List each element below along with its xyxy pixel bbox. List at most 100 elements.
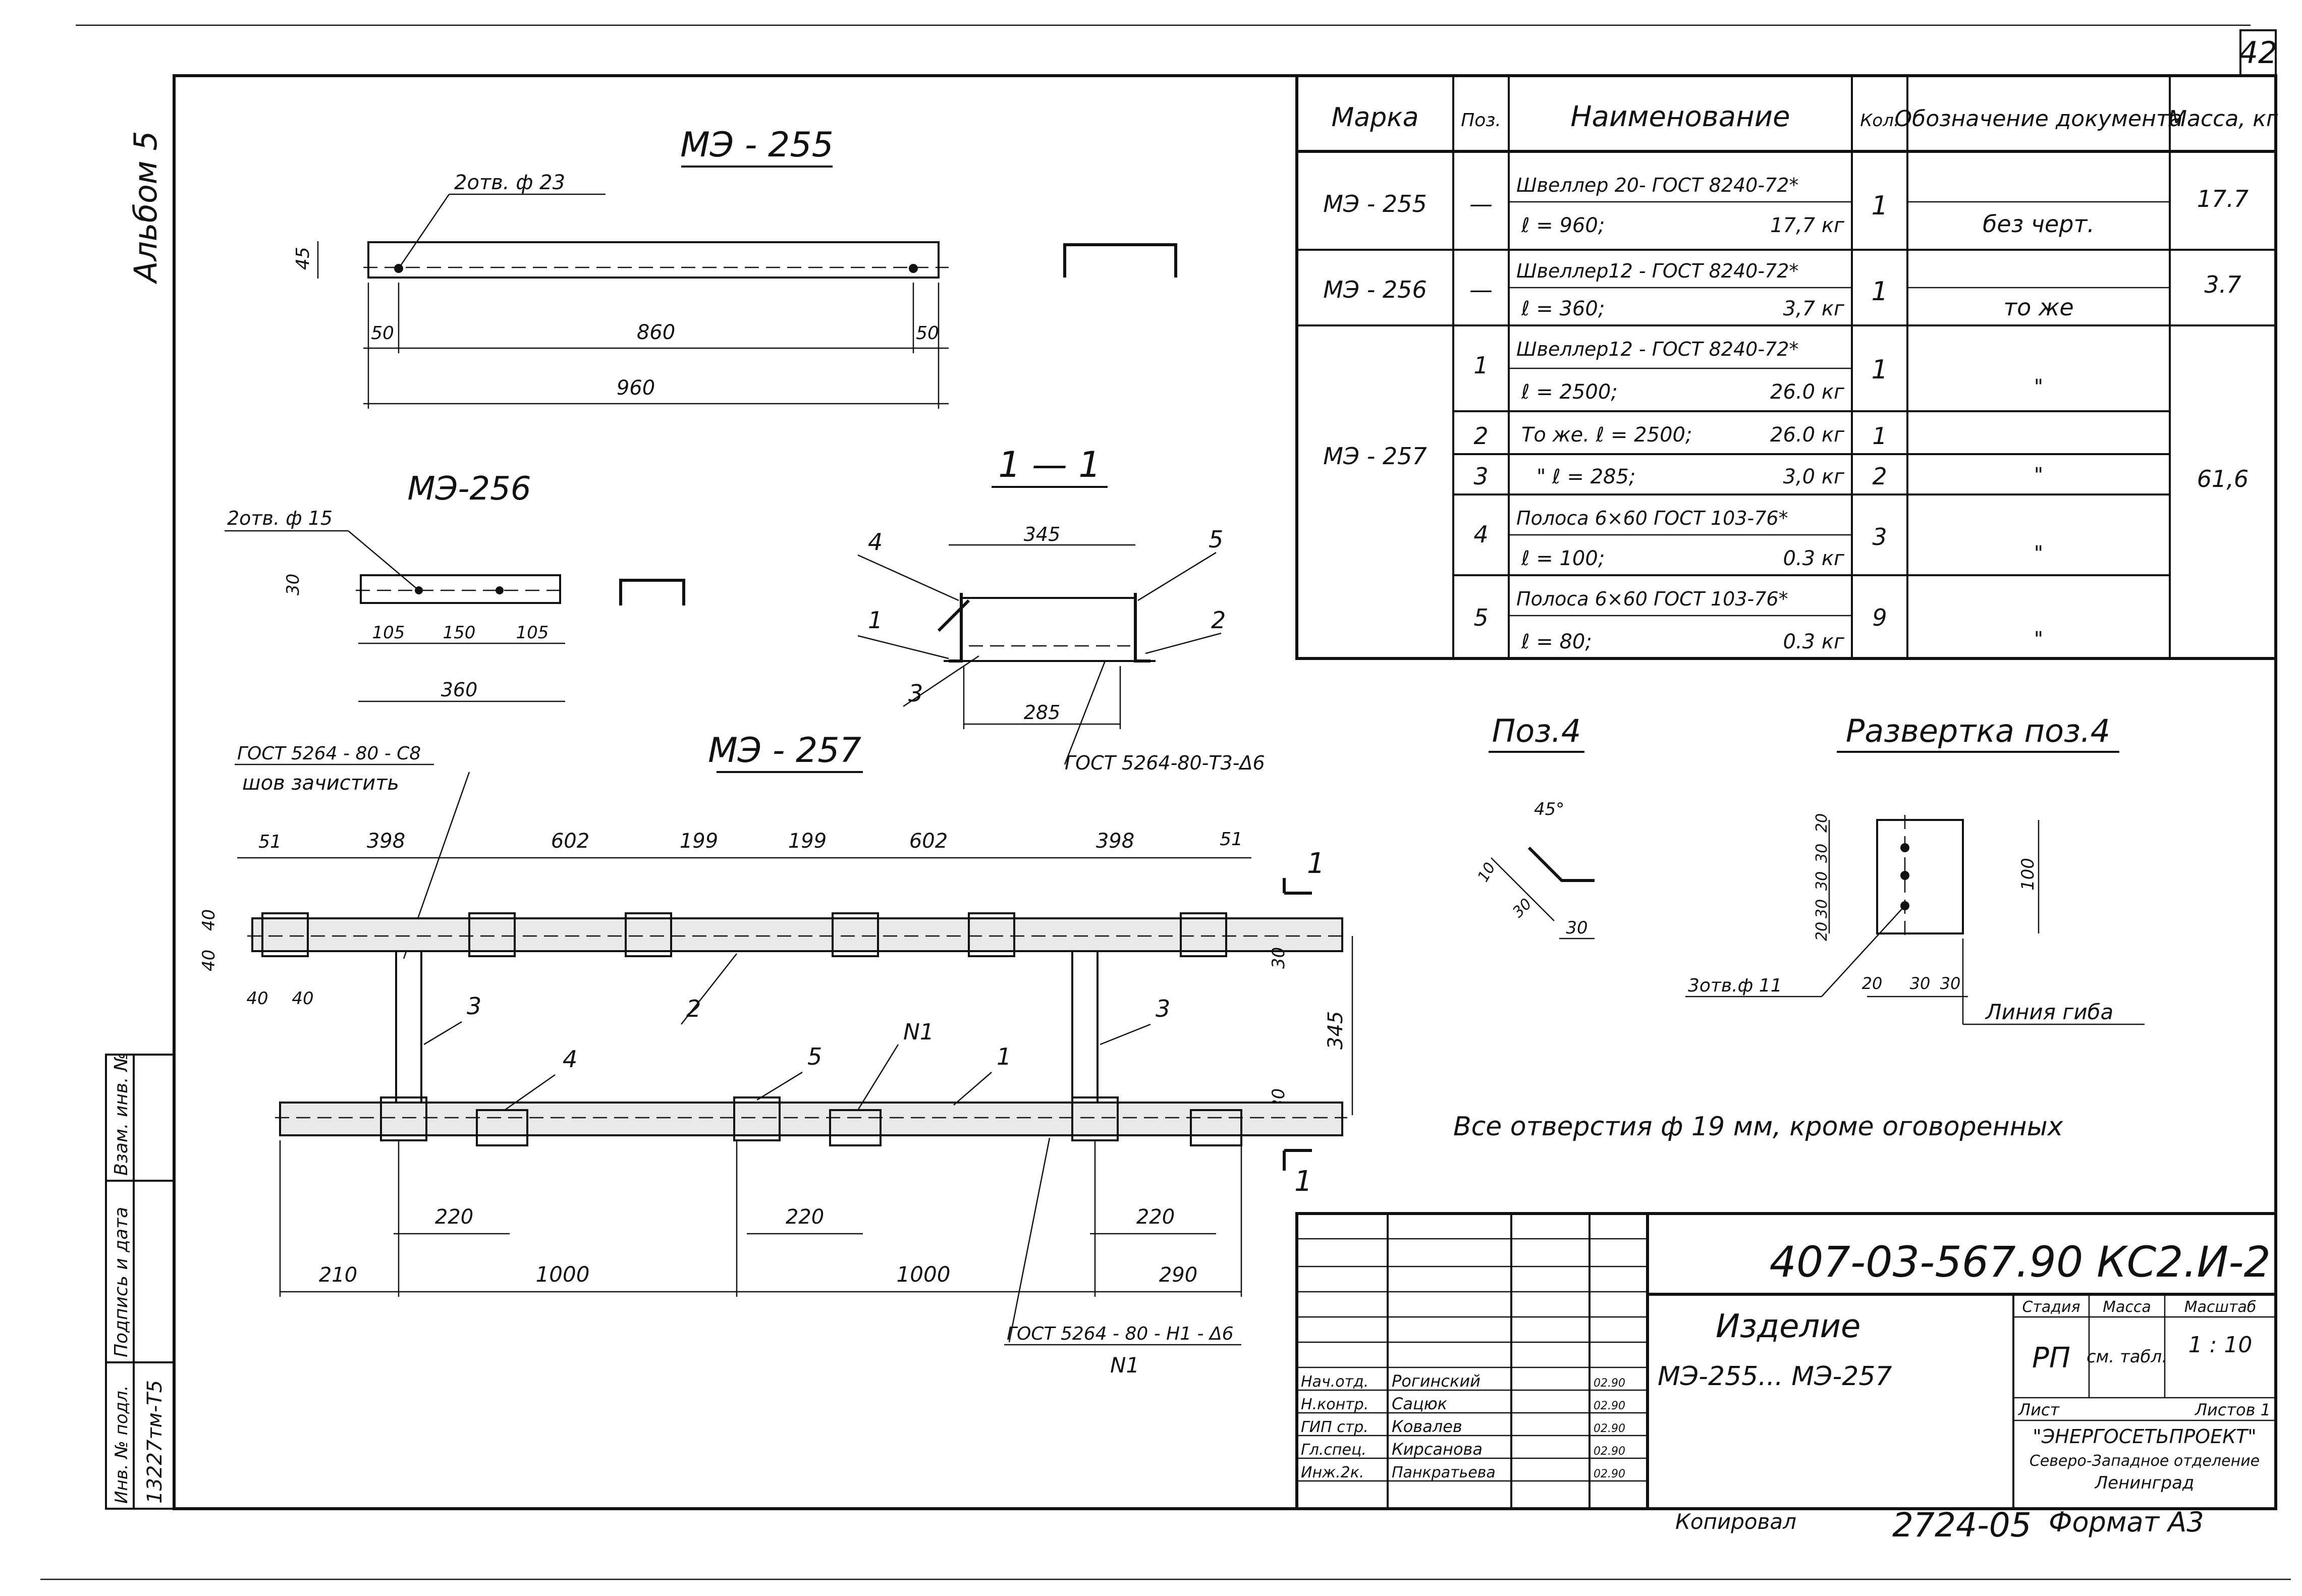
- unfold-left-dim-4: 30: [1813, 899, 1831, 918]
- row2-mark: МЭ - 256: [1323, 276, 1427, 303]
- mass-label: Масса: [2103, 1298, 2151, 1316]
- me257-plate: [476, 1109, 528, 1146]
- view-me256: МЭ-256 2отв. ф 15 30 105 150 105 360: [225, 470, 685, 702]
- me257-top-dim-2: 398: [367, 830, 405, 853]
- me257-section-mark-bottom: 1: [1294, 1165, 1312, 1198]
- general-note: Все отверстия ф 19 мм, кроме оговоренных: [1453, 1112, 2064, 1142]
- person-date: 02.90: [1594, 1400, 1625, 1412]
- unfold-plate: [1876, 819, 1964, 934]
- col-header-name: Наименование: [1570, 100, 1790, 133]
- me255-dim-right: 50: [916, 323, 939, 344]
- mass-value: см. табл.: [2087, 1347, 2167, 1367]
- row7-name1: Полоса 6×60 ГОСТ 103-76*: [1516, 588, 1788, 610]
- me257-section-mark-top: 1: [1307, 847, 1325, 880]
- section11-title: 1 — 1: [998, 444, 1101, 485]
- me257-callout-n1: N1: [903, 1019, 934, 1045]
- row5-name1: " ℓ = 285;: [1537, 465, 1635, 488]
- me255-holes: 2отв. ф 23: [454, 171, 565, 194]
- me257-right-dim-1: 30: [1269, 947, 1289, 969]
- row1-name1: Швеллер 20- ГОСТ 8240-72*: [1516, 174, 1798, 196]
- person-name: Ковалев: [1392, 1417, 1462, 1436]
- me257-plate: [380, 1096, 427, 1141]
- unfold-bottom-dim-2: 30: [1910, 974, 1931, 993]
- me257-plate: [625, 912, 672, 957]
- person-name: Сацюк: [1392, 1394, 1448, 1413]
- me257-top-dim-5: 199: [788, 830, 827, 853]
- org-division: Северо-Западное отделение: [2030, 1452, 2260, 1470]
- row3-name1: Швеллер12 - ГОСТ 8240-72*: [1516, 338, 1798, 360]
- me257-bottom-b-2: 1000: [536, 1262, 590, 1287]
- me257-plate: [261, 912, 309, 957]
- row6-name1: Полоса 6×60 ГОСТ 103-76*: [1516, 507, 1788, 529]
- me257-callout-1: 1: [997, 1043, 1011, 1070]
- me257-weld-bottom-tag: N1: [1110, 1353, 1139, 1378]
- me257-title: МЭ - 257: [708, 731, 861, 771]
- product-label: Изделие: [1716, 1308, 1860, 1345]
- pos4-dim-2: 30: [1509, 895, 1536, 921]
- view-me257: МЭ - 257 ГОСТ 5264 - 80 - С8 шов зачисти…: [199, 731, 1353, 1378]
- me257-top-dim-3: 602: [551, 830, 589, 853]
- row2-pos: —: [1469, 276, 1493, 303]
- col-header-mass: Масса, кг: [2168, 106, 2278, 132]
- row5-pos: 3: [1473, 463, 1488, 490]
- row2-doc: то же: [2003, 294, 2073, 321]
- row6-qty: 3: [1872, 523, 1887, 551]
- me256-hole-left: [415, 586, 423, 594]
- side-stamp: Взам. инв. № Подпись и дата Инв. № подл.…: [105, 1053, 175, 1510]
- section11-callout-5: 5: [1209, 526, 1223, 553]
- me257-bottom-a-2: 220: [786, 1205, 824, 1229]
- unfold-height: 100: [2018, 858, 2038, 891]
- section11-callout-1: 1: [868, 607, 883, 634]
- row7-pos: 5: [1473, 604, 1488, 631]
- unfold-left-dim-5: 20: [1813, 922, 1831, 941]
- me257-bottom-b-4: 290: [1159, 1263, 1197, 1287]
- person-date: 02.90: [1594, 1468, 1625, 1480]
- col-header-mark: Марка: [1331, 102, 1418, 133]
- unfold-left-dim-3: 30: [1813, 871, 1831, 891]
- section11-channel-right: [1134, 593, 1150, 663]
- row2-name2: ℓ = 360;: [1521, 297, 1605, 320]
- row4-pos: 2: [1473, 422, 1488, 450]
- me255-dim-mid: 860: [637, 321, 675, 344]
- replace-label: Взам. инв. №: [111, 1053, 132, 1176]
- section11-callout-4: 4: [868, 528, 883, 556]
- row7-qty: 9: [1872, 604, 1887, 631]
- row3-name2: ℓ = 2500;: [1521, 380, 1618, 404]
- view-unfold-pos4: Развертка поз.4 20 30 30 30 20 100 3отв.…: [1685, 712, 2145, 1025]
- me256-dim-b: 150: [443, 623, 476, 643]
- me256-holes: 2отв. ф 15: [227, 507, 333, 529]
- me256-dim-total: 360: [441, 679, 478, 701]
- me257-left-dim-2: 40: [199, 950, 219, 971]
- person-date: 02.90: [1594, 1445, 1625, 1458]
- person-name: Рогинский: [1392, 1371, 1481, 1391]
- me257-small-dim-1: 40: [246, 988, 268, 1009]
- unfold-bottom-dim-1: 20: [1862, 974, 1883, 993]
- row6-doc: ": [2034, 542, 2043, 565]
- scale-value: 1 : 10: [2188, 1332, 2253, 1358]
- me257-callout-3-right: 3: [1156, 995, 1170, 1022]
- row4-qty: 1: [1872, 422, 1887, 450]
- row7-doc: ": [2034, 628, 2043, 651]
- me257-callout-5: 5: [807, 1043, 822, 1070]
- row3-mass: 61,6: [2197, 465, 2249, 492]
- section11-weld: ГОСТ 5264-80-Т3-Δ6: [1065, 752, 1265, 774]
- person-role: Нач.отд.: [1301, 1373, 1368, 1391]
- row6-name2: ℓ = 100;: [1521, 547, 1605, 570]
- me257-callout-4: 4: [563, 1045, 577, 1073]
- me257-plate: [832, 912, 879, 957]
- me257-plate: [829, 1109, 882, 1146]
- section11-callout-2: 2: [1211, 607, 1226, 634]
- me257-bottom-b-3: 1000: [897, 1262, 951, 1287]
- doc-code: 407-03-567.90 КС2.И-2: [1770, 1237, 2271, 1287]
- unfold-hole: [1900, 843, 1909, 852]
- me257-top-dim-1: 51: [258, 832, 282, 852]
- row4-name1: То же. ℓ = 2500;: [1521, 423, 1692, 447]
- row3-mark: МЭ - 257: [1323, 443, 1427, 470]
- me257-top-dim-4: 199: [680, 830, 718, 853]
- row4-name1b: 26.0 кг: [1770, 423, 1845, 447]
- sheet-frame: 42 Альбом 5 Копировал 2724-05 Формат А3: [40, 24, 2291, 1580]
- person-name: Кирсанова: [1392, 1440, 1483, 1459]
- unfold-bend: Линия гиба: [1985, 1000, 2113, 1024]
- org-city: Ленинград: [2094, 1473, 2195, 1493]
